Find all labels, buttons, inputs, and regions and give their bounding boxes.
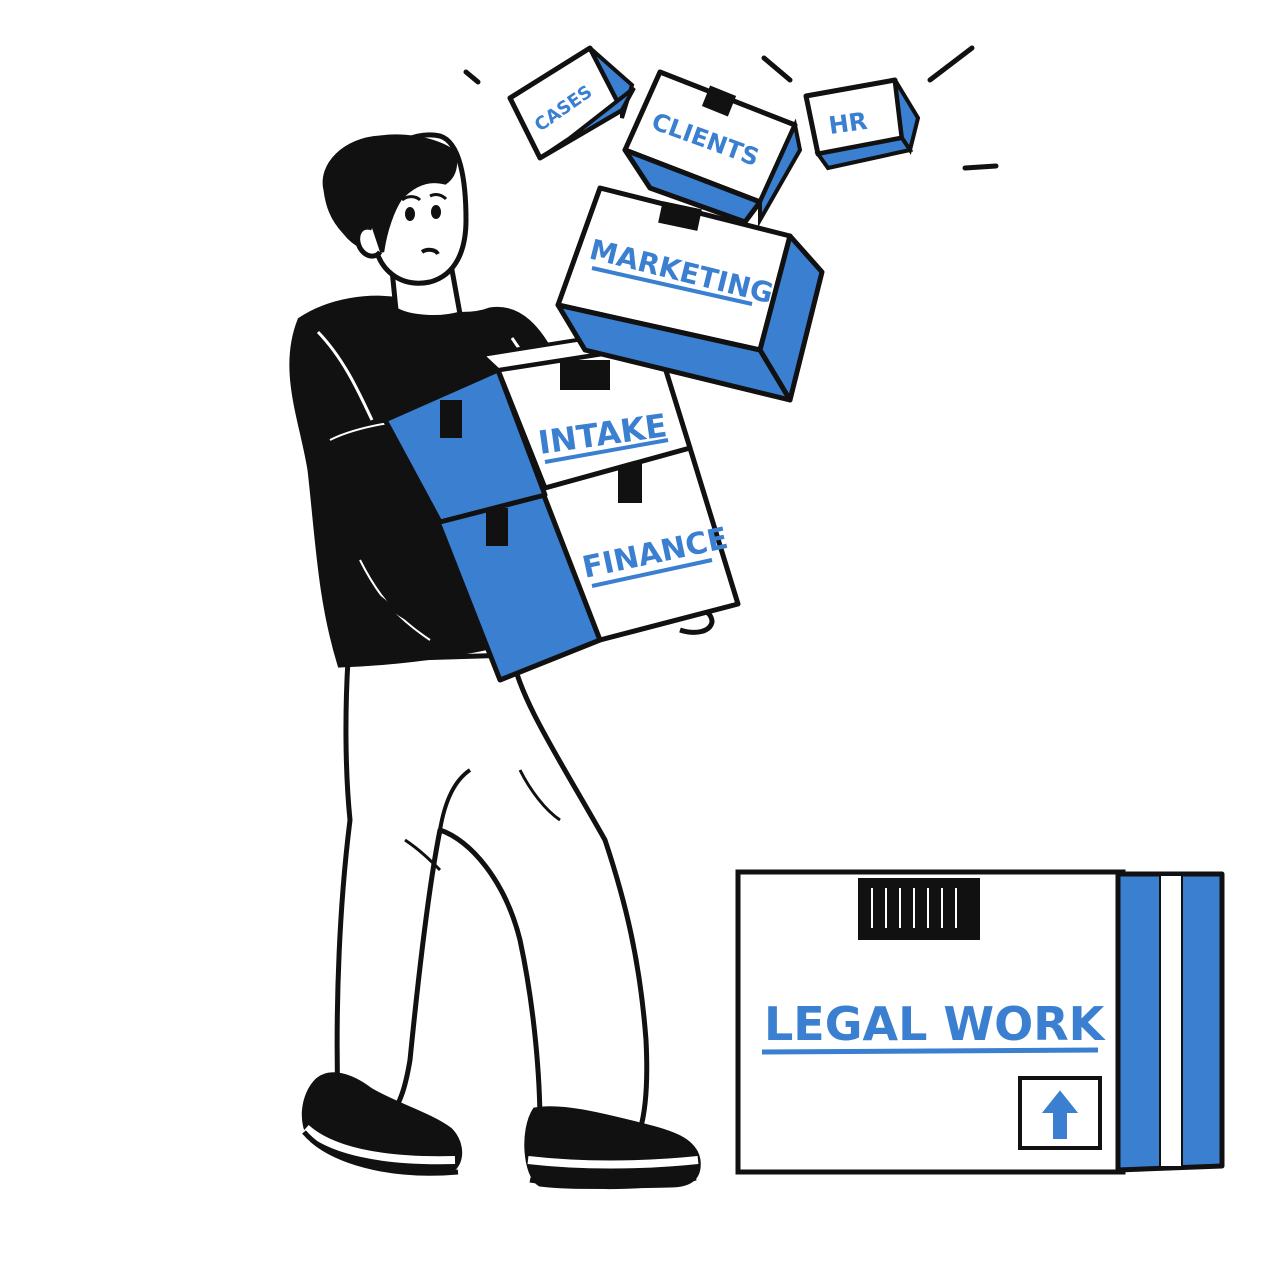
hr-box: HR	[803, 77, 921, 171]
cases-box: CASES	[507, 45, 636, 161]
head	[322, 132, 469, 286]
person	[289, 132, 715, 1190]
marketing-box: MARKETING	[555, 185, 825, 403]
right-shoe	[524, 1106, 701, 1190]
motion-lines	[463, 45, 999, 171]
box-label-hr: HR	[827, 107, 869, 140]
up-arrow-icon	[1018, 1076, 1102, 1150]
finance-box: FINANCE	[435, 445, 741, 683]
left-shoe	[301, 1072, 462, 1176]
box-label-legal-work: LEGAL WORK	[764, 997, 1107, 1051]
pants	[334, 652, 650, 1133]
intake-box: INTAKE	[382, 327, 693, 525]
tape	[858, 878, 980, 940]
clients-box: CLIENTS	[622, 69, 803, 228]
legal-work-box: LEGAL WORK	[735, 869, 1225, 1175]
